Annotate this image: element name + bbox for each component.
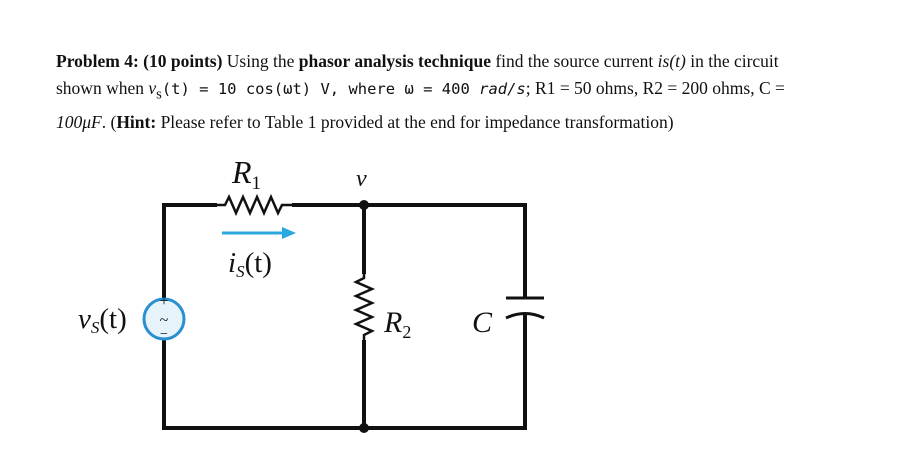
hint-label: Hint: <box>116 111 157 132</box>
wire-bottom <box>162 336 527 430</box>
source-label: vS(t) <box>78 303 127 337</box>
vs-expression: v <box>148 78 157 98</box>
problem-line-1: Problem 4: (10 points) Using the phasor … <box>56 48 886 75</box>
node-dot-top <box>359 200 369 210</box>
r1-label: R1 <box>231 154 261 194</box>
units: rad/s <box>479 80 526 98</box>
text-fragment: find the source current <box>490 51 658 71</box>
current-variable: is(t) <box>657 51 686 71</box>
capacitance-value: 100μF <box>56 111 102 132</box>
text-fragment: . ( <box>101 111 117 132</box>
text-fragment: in the circuit <box>685 51 779 71</box>
node-label: v <box>356 166 367 192</box>
source-tilde: ~ <box>160 312 169 329</box>
vs-subscript: s <box>156 86 162 103</box>
wire-top-right <box>292 203 527 298</box>
current-arrow-head <box>282 227 296 239</box>
vs-formula: (t) = 10 cos(ωt) V, where ω = 400 <box>161 80 480 98</box>
text-fragment: Using the <box>222 51 299 71</box>
wire-top-left <box>162 203 217 302</box>
capacitor-label: C <box>472 306 493 339</box>
problem-statement: Problem 4: (10 points) Using the phasor … <box>56 48 886 136</box>
problem-line-2: shown when vs(t) = 10 cos(ωt) V, where ω… <box>56 75 886 109</box>
r2-label: R2 <box>383 306 411 342</box>
text-fragment: shown when <box>56 78 149 98</box>
voltage-source <box>142 297 186 341</box>
source-plus: + <box>159 293 168 310</box>
capacitor-plate-bottom <box>505 312 545 320</box>
node-dot-bottom <box>359 423 369 433</box>
problem-line-3: 100μF. (Hint: Please refer to Table 1 pr… <box>56 109 886 136</box>
current-label: iS(t) <box>228 247 272 281</box>
resistor-r2 <box>352 270 376 344</box>
source-minus: − <box>160 327 168 342</box>
hint-text: Please refer to Table 1 provided at the … <box>156 111 674 132</box>
technique-name: phasor analysis technique <box>298 51 491 71</box>
resistor-r1 <box>213 193 296 217</box>
text-fragment: ; R1 = 50 ohms, R2 = 200 ohms, C = <box>525 78 785 98</box>
problem-label: Problem 4: (10 points) <box>56 51 223 71</box>
